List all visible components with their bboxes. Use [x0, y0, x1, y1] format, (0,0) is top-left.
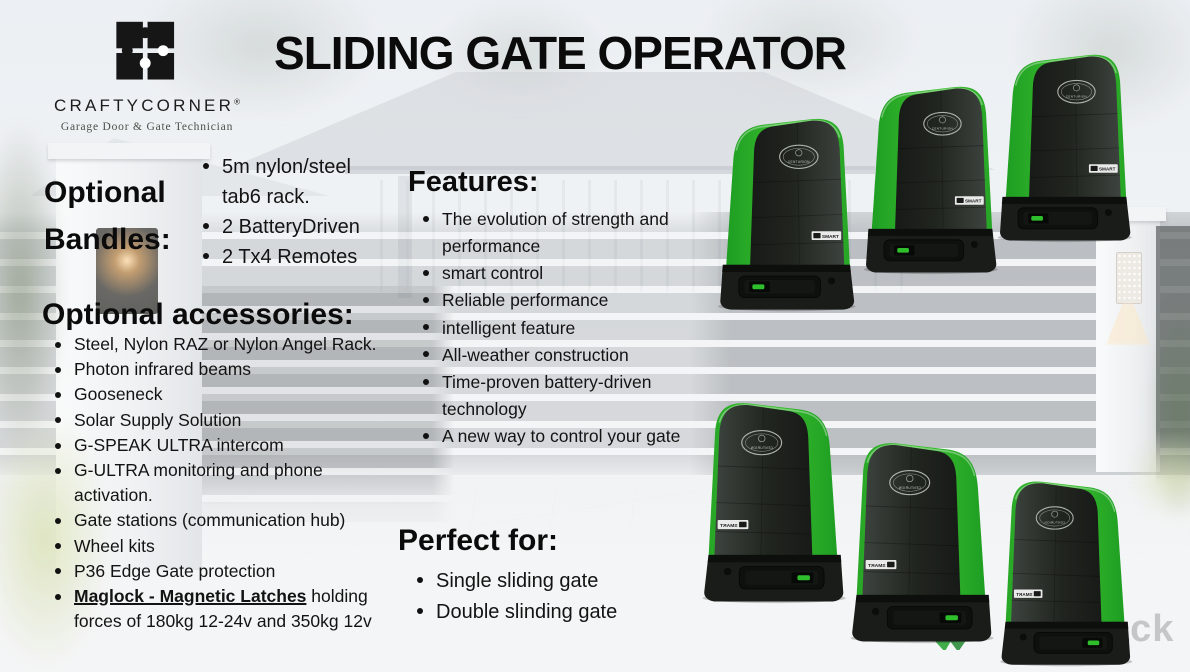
brand-name-text: CRAFTYCORNER [54, 96, 235, 115]
list-item: Gooseneck [50, 382, 398, 407]
house-eave [345, 166, 875, 174]
perfect-for-list: Single sliding gate Double slinding gate [412, 566, 682, 628]
list-item: 2 Tx4 Remotes [198, 242, 380, 272]
pillar-cap-left [48, 143, 210, 159]
gate-operator-image-bottom-2 [844, 436, 1002, 644]
palm-foliage-blur [140, 0, 380, 120]
list-item: Reliable performance [418, 287, 718, 314]
list-item: G-SPEAK ULTRA intercom [50, 433, 398, 458]
list-item: Single sliding gate [412, 566, 682, 597]
list-item: Solar Supply Solution [50, 408, 398, 433]
bundles-list: 5m nylon/steel tab6 rack. 2 BatteryDrive… [198, 152, 380, 272]
maglock-rest-text: holding forces of 180kg 12-24v and 350kg… [74, 585, 372, 632]
list-item: intelligent feature [418, 315, 718, 342]
bundles-heading: Optional Bandles: [44, 176, 171, 256]
gate-operator-image-bottom-1 [696, 396, 854, 604]
list-item: smart control [418, 260, 718, 287]
list-item: 2 BatteryDriven [198, 212, 380, 242]
gate-operator-image-top-3 [990, 48, 1138, 243]
brand-tagline: Garage Door & Gate Technician [60, 121, 234, 133]
maglock-bold-text: Maglock - Magnetic Latches [74, 585, 307, 606]
list-item: The evolution of strength and performanc… [418, 206, 718, 260]
list-item: P36 Edge Gate protection [50, 559, 398, 584]
accessories-heading: Optional accessories: [42, 298, 354, 331]
gate-operator-image-bottom-3 [994, 472, 1140, 670]
list-item: G-ULTRA monitoring and phone activation. [50, 458, 398, 508]
features-list: The evolution of strength and performanc… [418, 206, 718, 450]
craftycorner-puzzle-icon [116, 21, 175, 80]
list-item: Photon infrared beams [50, 357, 398, 382]
list-item: Steel, Nylon RAZ or Nylon Angel Rack. [50, 332, 398, 357]
list-item: A new way to control your gate [418, 423, 718, 450]
gate-operator-image-top-1 [710, 112, 862, 312]
list-item: Double slinding gate [412, 597, 682, 628]
registered-mark: ® [234, 97, 240, 107]
list-item: Gate stations (communication hub) [50, 508, 398, 533]
gate-operator-image-top-2 [856, 80, 1004, 275]
list-item: Wheel kits [50, 534, 398, 559]
house-column [398, 176, 412, 298]
wall-lamp-right [1116, 252, 1142, 304]
grass-bottom-left [0, 410, 110, 670]
perfect-for-heading: Perfect for: [398, 524, 559, 557]
features-heading: Features: [408, 166, 539, 198]
page-title: SLIDING GATE OPERATOR [274, 27, 847, 79]
wall-lamp-left [96, 228, 158, 314]
brand-name: CRAFTYCORNER® [52, 96, 242, 116]
list-item: All-weather construction [418, 342, 718, 369]
accessories-list: Steel, Nylon RAZ or Nylon Angel Rack. Ph… [50, 332, 398, 634]
list-item: 5m nylon/steel tab6 rack. [198, 152, 380, 212]
list-item: Time-proven battery-driven technology [418, 369, 718, 423]
list-item-maglock: Maglock - Magnetic Latches holding force… [50, 584, 398, 634]
